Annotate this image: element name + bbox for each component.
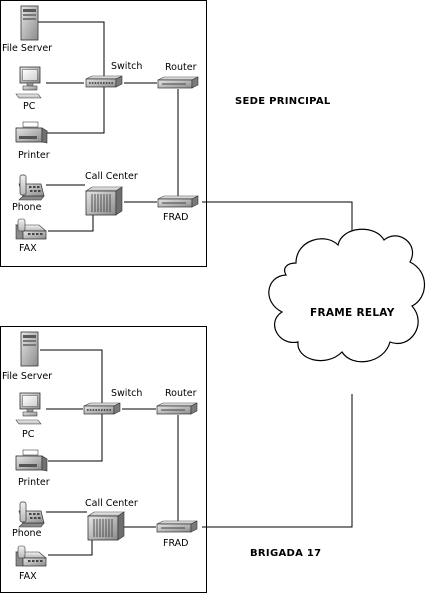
- site-b-name: BRIGADA 17: [250, 548, 322, 559]
- call-center-label: Call Center: [85, 171, 138, 182]
- switch-icon: [83, 402, 121, 415]
- fax-label: FAX: [19, 571, 37, 582]
- fax-icon: [15, 218, 47, 240]
- fax-label: FAX: [19, 243, 37, 254]
- frad-icon: [157, 195, 199, 208]
- router-icon: [157, 76, 199, 89]
- router-label: Router: [165, 388, 197, 399]
- file-server-label: File Server: [2, 371, 53, 382]
- phone-icon: [18, 501, 45, 528]
- file-server-label: File Server: [2, 43, 53, 54]
- printer-label: Printer: [18, 150, 50, 161]
- pc-icon: [15, 66, 42, 99]
- frad-label: FRAD: [163, 212, 189, 223]
- router-label: Router: [165, 62, 197, 73]
- pbx-icon: [87, 511, 125, 541]
- server-icon: [20, 5, 39, 41]
- site-b-frame: [0, 326, 207, 593]
- switch-label: Switch: [111, 388, 143, 399]
- frad-label: FRAD: [163, 538, 189, 549]
- call-center-label: Call Center: [85, 498, 138, 509]
- site-a-links: [30, 21, 353, 252]
- pbx-icon: [85, 186, 123, 216]
- printer-icon: [15, 121, 48, 144]
- pc-label: PC: [23, 101, 36, 112]
- phone-label: Phone: [12, 202, 42, 213]
- frad-icon: [156, 520, 198, 533]
- phone-icon: [18, 174, 45, 201]
- switch-icon: [85, 75, 123, 88]
- fax-icon: [15, 545, 47, 567]
- phone-label: Phone: [12, 528, 42, 539]
- router-icon: [156, 402, 198, 415]
- site-a-frame: [0, 0, 207, 267]
- switch-label: Switch: [111, 61, 143, 72]
- printer-label: Printer: [18, 477, 50, 488]
- cloud-label: FRAME RELAY: [310, 307, 395, 319]
- pc-label: PC: [22, 429, 35, 440]
- cloud-icon: [268, 228, 425, 363]
- server-icon: [20, 331, 39, 367]
- site-b-links: [40, 349, 353, 556]
- pc-icon: [15, 392, 42, 425]
- site-a-name: SEDE PRINCIPAL: [235, 96, 331, 107]
- printer-icon: [15, 449, 48, 472]
